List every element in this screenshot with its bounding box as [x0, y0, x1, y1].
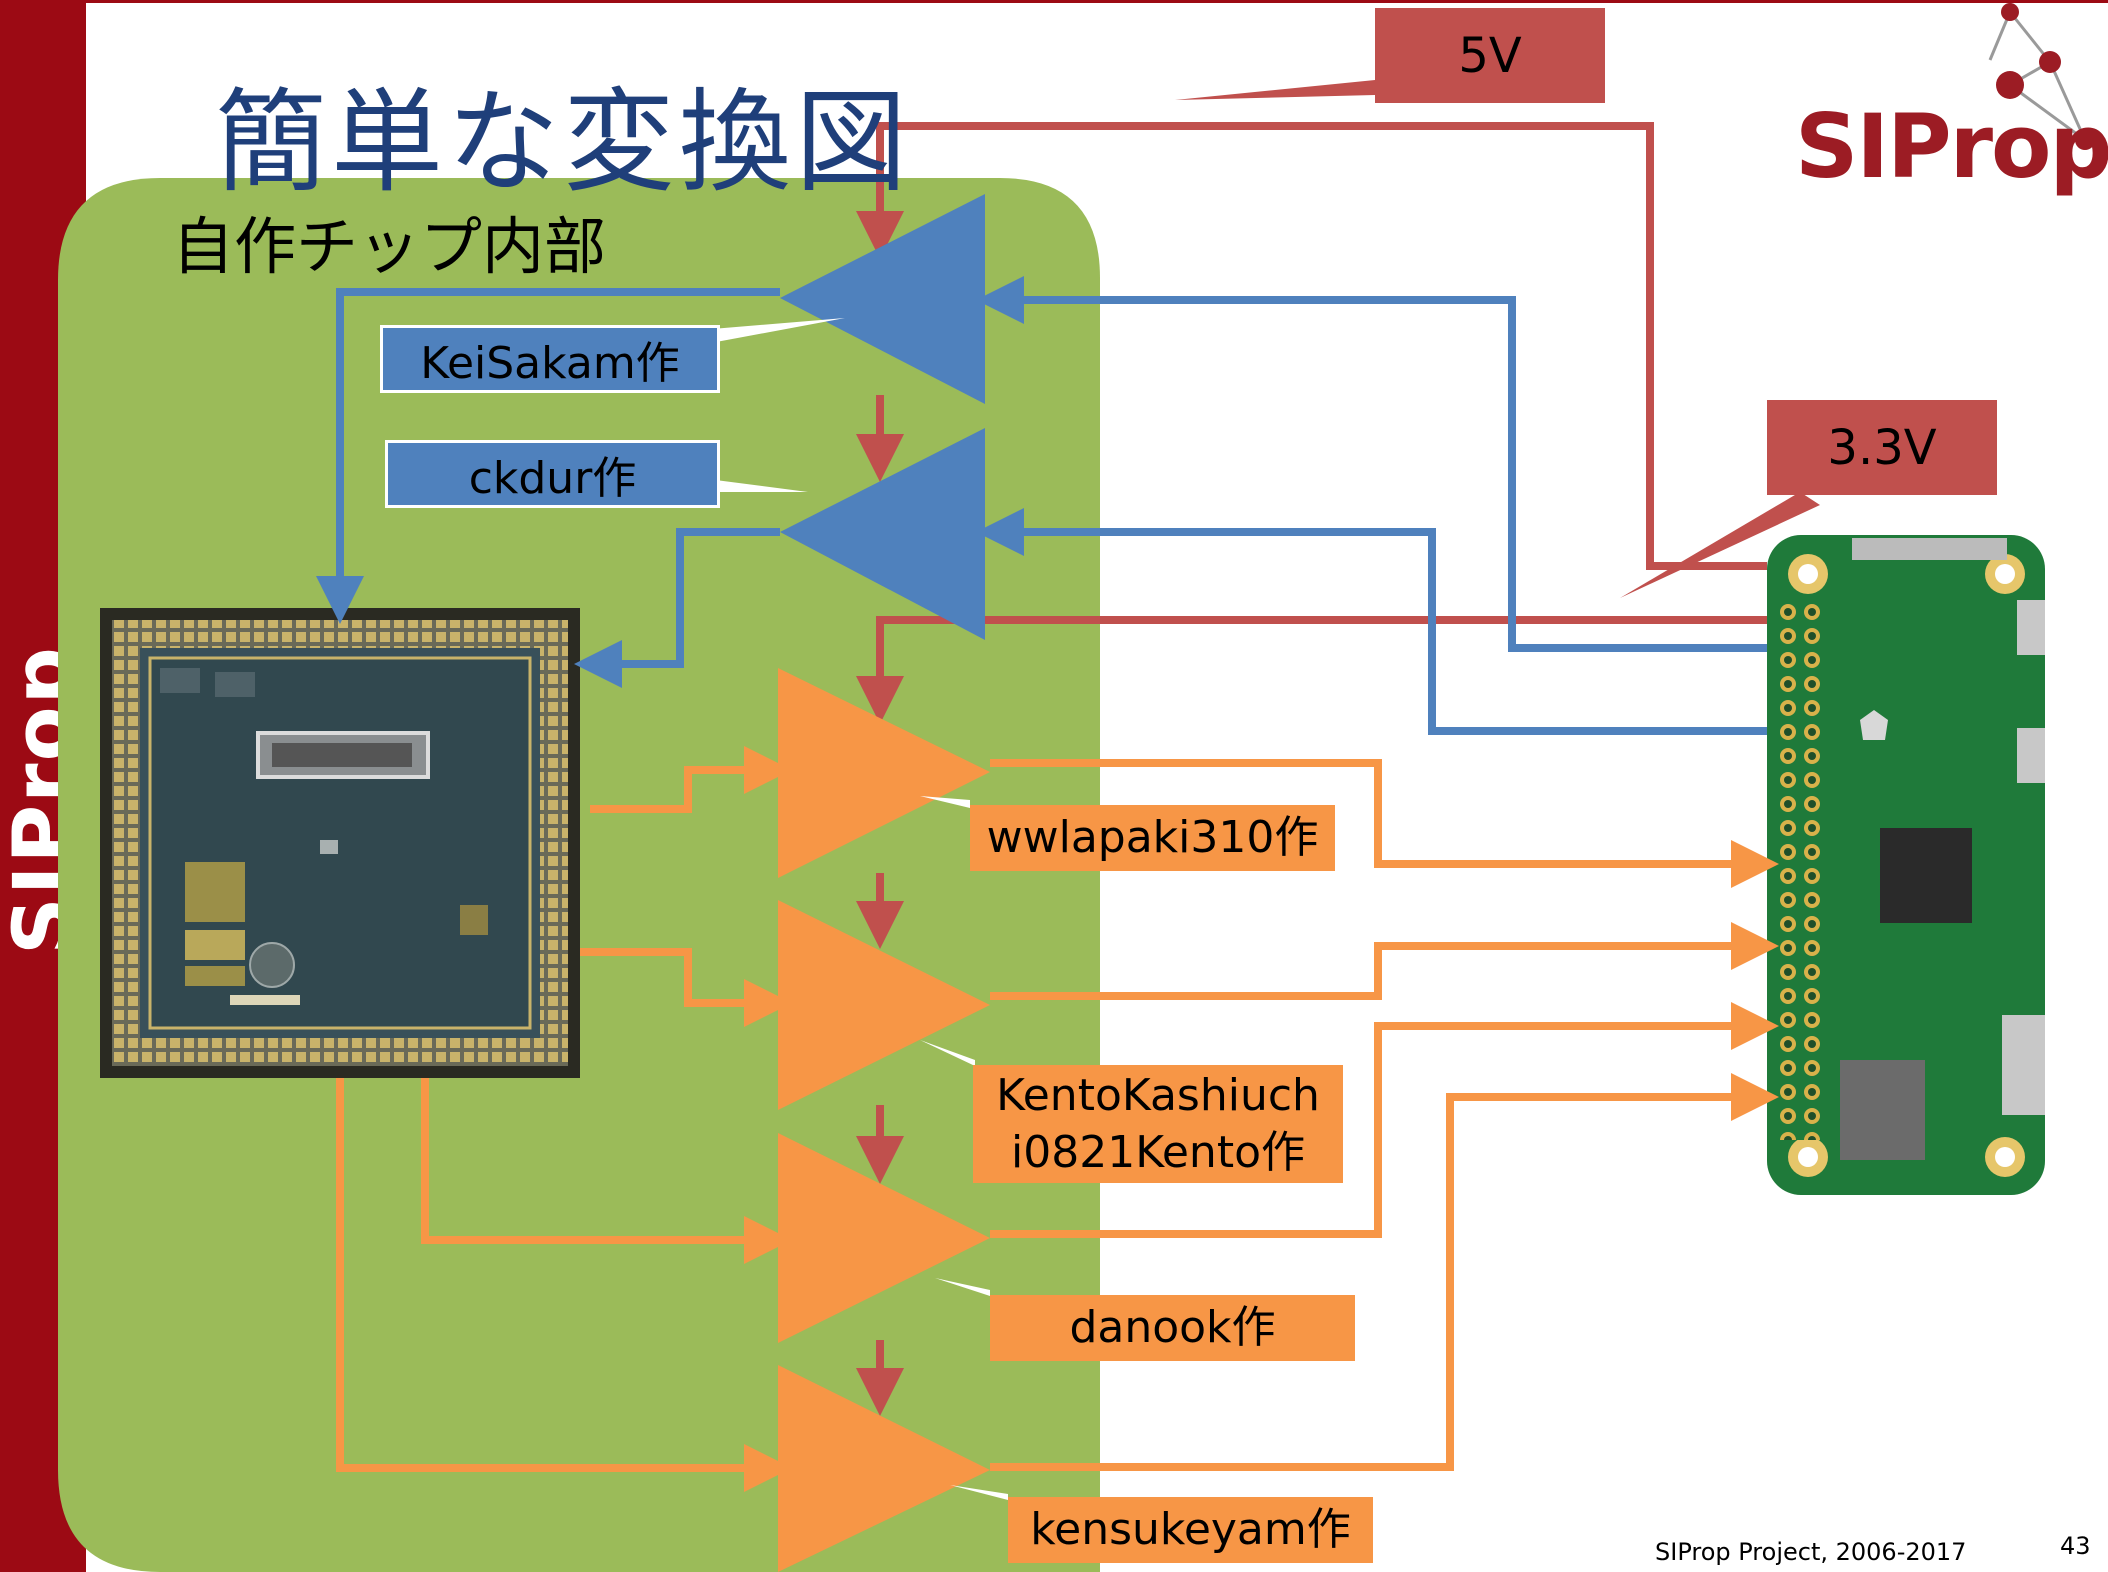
blue-in-1 [976, 276, 1767, 652]
footer-copyright: SIProp Project, 2006-2017 [1655, 1538, 1967, 1566]
callout-danook-pointer [935, 1278, 990, 1296]
voltage-label-5v: 5V [1375, 8, 1605, 103]
blue-amplifier-1 [780, 194, 985, 404]
orange-amplifier-1 [778, 668, 990, 878]
3v3-line [856, 616, 1767, 724]
5v-line [856, 122, 1767, 570]
orange-out-4 [990, 1073, 1779, 1471]
callout-5v-pointer [1175, 80, 1375, 100]
voltage-label-3v3: 3.3V [1767, 400, 1997, 495]
page-number: 43 [2060, 1532, 2091, 1560]
callout-wwlapaki-pointer [920, 796, 970, 808]
author-label-kento-line2: i0821Kento作 [1011, 1127, 1305, 1178]
author-label-keisakam: KeiSakam作 [380, 325, 720, 393]
callout-keisakam-pointer [700, 318, 845, 345]
orange-amplifier-2 [778, 900, 990, 1110]
orange-in-3 [421, 1078, 792, 1264]
callout-3v3-pointer [1620, 492, 1820, 598]
author-label-kensukeyam: kensukeyam作 [1008, 1497, 1373, 1563]
power-lines [856, 122, 1767, 1416]
orange-out-3 [990, 1002, 1779, 1238]
author-label-kento-line1: KentoKashiuch [996, 1069, 1320, 1121]
callout-kento-pointer [920, 1040, 975, 1066]
callout-ckdur-pointer [700, 478, 808, 492]
blue-out-2 [574, 528, 780, 688]
orange-out-2 [990, 922, 1779, 1000]
chip-die-photo [100, 608, 580, 1078]
callout-kensuke-pointer [950, 1485, 1008, 1500]
slide-title: 簡単な変換図 [215, 78, 911, 208]
blue-out-1 [316, 288, 780, 624]
orange-amplifier-3 [778, 1133, 990, 1343]
blue-in-2 [976, 508, 1767, 735]
author-label-kentokashiuchi: KentoKashiuch i0821Kento作 [973, 1065, 1343, 1183]
orange-out-1 [990, 759, 1779, 888]
orange-in-2 [580, 948, 792, 1027]
orange-in-4 [336, 1078, 792, 1492]
author-label-danook: danook作 [990, 1295, 1355, 1361]
blue-amplifier-2 [780, 428, 985, 640]
orange-in-1 [590, 746, 792, 813]
chip-area-label: 自作チップ内部 [172, 210, 607, 283]
orange-signal-lines [336, 746, 1779, 1492]
orange-amplifier-4 [778, 1365, 990, 1572]
logo-text: SIProp [1795, 95, 2108, 198]
author-label-wwlapaki310: wwlapaki310作 [970, 805, 1335, 871]
top-border [86, 0, 2108, 3]
blue-signal-lines [316, 276, 1767, 735]
author-label-ckdur: ckdur作 [385, 440, 720, 508]
raspberry-pi-zero-board [1767, 535, 2045, 1195]
